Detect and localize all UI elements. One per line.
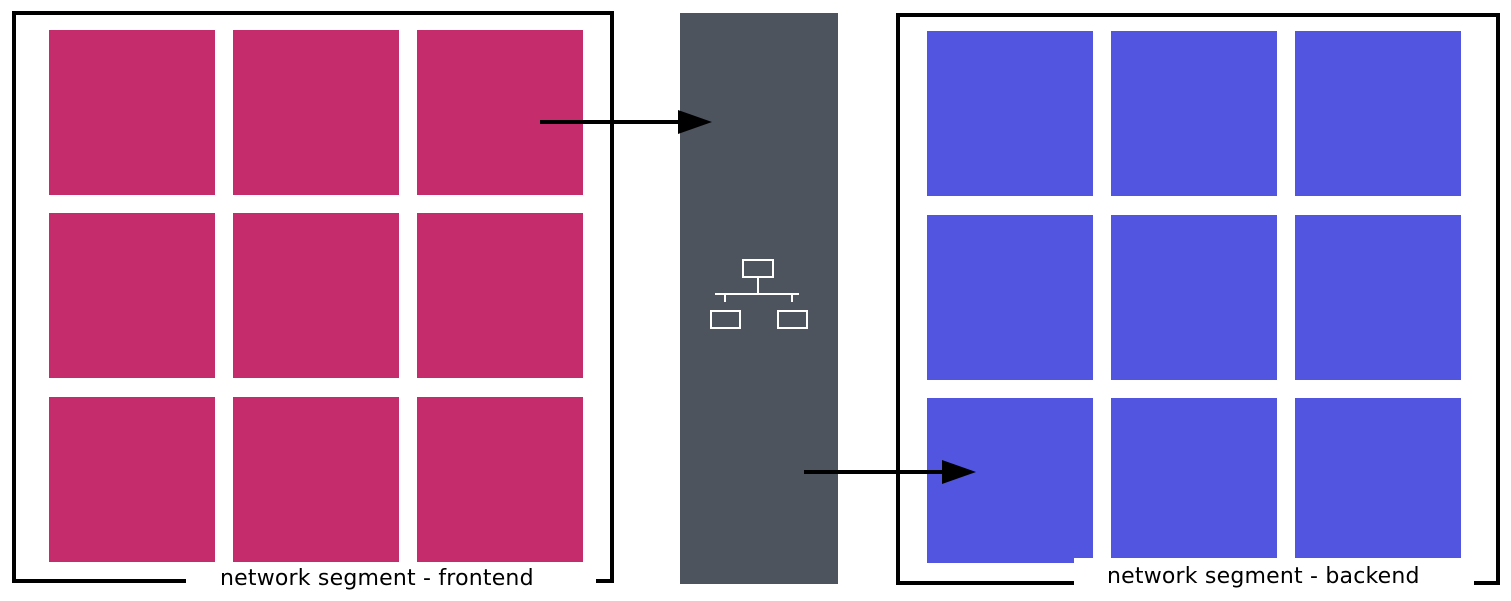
frontend-segment-label: network segment - frontend xyxy=(220,566,534,591)
backend-node xyxy=(927,398,1093,563)
frontend-node xyxy=(49,213,215,378)
backend-node xyxy=(1295,31,1461,196)
frontend-node xyxy=(233,397,399,562)
frontend-node xyxy=(233,213,399,378)
router-bar xyxy=(680,13,838,584)
frontend-node xyxy=(417,213,583,378)
backend-node xyxy=(927,31,1093,196)
frontend-node xyxy=(417,30,583,195)
backend-node xyxy=(1295,215,1461,380)
backend-label-gap xyxy=(1074,558,1474,598)
backend-segment-label: network segment - backend xyxy=(1107,564,1420,589)
backend-node xyxy=(1111,31,1277,196)
frontend-node xyxy=(49,30,215,195)
network-hierarchy-icon xyxy=(710,259,808,329)
backend-node xyxy=(927,215,1093,380)
backend-node xyxy=(1111,215,1277,380)
frontend-label-gap xyxy=(186,572,596,596)
backend-node xyxy=(1111,398,1277,563)
frontend-node xyxy=(417,397,583,562)
backend-node xyxy=(1295,398,1461,563)
frontend-node xyxy=(233,30,399,195)
frontend-node xyxy=(49,397,215,562)
